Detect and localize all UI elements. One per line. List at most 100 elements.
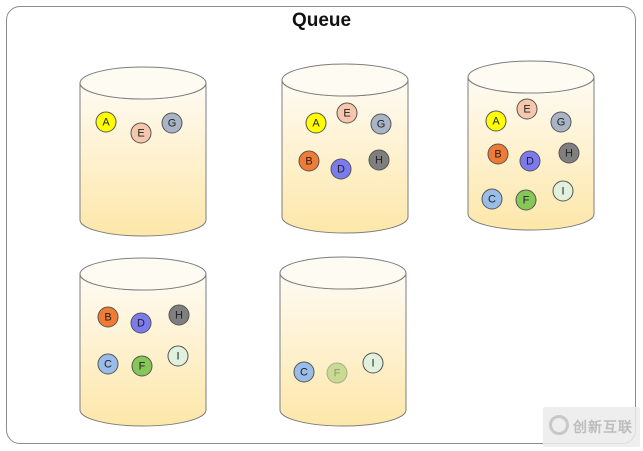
- ball-circle: [487, 143, 509, 165]
- queue-cylinder-1: AEG: [79, 66, 207, 237]
- ball-E: E: [516, 98, 538, 120]
- cylinder-body: [79, 273, 207, 427]
- ball-D: D: [330, 158, 352, 180]
- ball-I: I: [362, 352, 384, 374]
- watermark-logo: 创新互联: [543, 407, 640, 447]
- ball-label: H: [175, 310, 183, 322]
- watermark-text: 创新互联: [573, 420, 633, 436]
- ball-label: F: [523, 195, 530, 207]
- ball-circle: [550, 111, 572, 133]
- ball-circle: [515, 189, 537, 211]
- cylinder-top: [281, 63, 409, 97]
- ball-D: D: [130, 312, 152, 334]
- ball-label: I: [371, 358, 374, 370]
- ball-circle: [370, 113, 392, 135]
- ball-label: I: [176, 351, 179, 363]
- ball-circle: [293, 361, 315, 383]
- ball-C: C: [293, 361, 315, 383]
- ball-label: C: [104, 359, 112, 371]
- ball-label: D: [526, 156, 534, 168]
- ball-label: D: [337, 164, 345, 176]
- ball-A: A: [305, 112, 327, 134]
- ball-circle: [161, 112, 183, 134]
- ball-label: H: [375, 155, 383, 167]
- cylinder-body: [279, 272, 407, 427]
- ball-circle: [485, 110, 507, 132]
- ball-label: B: [494, 149, 501, 161]
- ball-B: B: [97, 306, 119, 328]
- ball-label: H: [565, 148, 573, 160]
- queue-cylinder-4: B D H C F I: [79, 257, 207, 427]
- ball-label: A: [102, 117, 110, 129]
- ball-circle: [336, 102, 358, 124]
- cylinder-top: [467, 60, 595, 94]
- ball-label: C: [300, 367, 308, 379]
- ball-D: D: [519, 150, 541, 172]
- ball-circle: [326, 362, 348, 384]
- ball-circle: [305, 112, 327, 134]
- ball-circle: [97, 306, 119, 328]
- ball-circle: [558, 142, 580, 164]
- ball-F: F: [326, 362, 348, 384]
- ball-circle: [368, 149, 390, 171]
- ball-F: F: [515, 189, 537, 211]
- ball-circle: [97, 353, 119, 375]
- ball-label: E: [343, 108, 350, 120]
- ball-circle: [330, 158, 352, 180]
- logo-icon: [549, 415, 569, 435]
- ball-C: C: [97, 353, 119, 375]
- ball-label: A: [312, 118, 320, 130]
- ball-label: E: [137, 128, 144, 140]
- cylinder-top: [79, 257, 207, 291]
- ball-label: G: [168, 118, 177, 130]
- ball-G: G: [161, 112, 183, 134]
- ball-circle: [167, 345, 189, 367]
- ball-C: C: [481, 188, 503, 210]
- ball-F: F: [131, 355, 153, 377]
- ball-H: H: [558, 142, 580, 164]
- ball-B: B: [487, 143, 509, 165]
- cylinder-body: [79, 82, 207, 237]
- ball-label: B: [305, 156, 312, 168]
- ball-circle: [168, 304, 190, 326]
- ball-E: E: [336, 102, 358, 124]
- ball-label: E: [523, 104, 530, 116]
- ball-label: A: [492, 116, 500, 128]
- ball-I: I: [552, 180, 574, 202]
- diagram-title: Queue: [291, 10, 352, 31]
- queue-cylinder-3: A E G B D H C F I: [467, 60, 595, 231]
- ball-G: G: [550, 111, 572, 133]
- cylinder-top: [79, 66, 207, 100]
- ball-label: F: [334, 368, 341, 380]
- ball-circle: [95, 111, 117, 133]
- ball-label: F: [139, 361, 146, 373]
- ball-H: H: [168, 304, 190, 326]
- cylinder-top: [279, 256, 407, 290]
- queue-cylinder-2: A E G B D H: [281, 63, 409, 234]
- ball-E: E: [130, 122, 152, 144]
- ball-G: G: [370, 113, 392, 135]
- ball-circle: [481, 188, 503, 210]
- ball-circle: [552, 180, 574, 202]
- ball-circle: [130, 122, 152, 144]
- ball-label: C: [488, 194, 496, 206]
- ball-H: H: [368, 149, 390, 171]
- ball-A: A: [95, 111, 117, 133]
- ball-A: A: [485, 110, 507, 132]
- ball-circle: [519, 150, 541, 172]
- ball-I: I: [167, 345, 189, 367]
- ball-circle: [298, 150, 320, 172]
- ball-label: I: [561, 186, 564, 198]
- ball-label: G: [377, 119, 386, 131]
- ball-circle: [130, 312, 152, 334]
- ball-label: B: [104, 312, 111, 324]
- ball-B: B: [298, 150, 320, 172]
- ball-label: G: [557, 117, 566, 129]
- ball-circle: [516, 98, 538, 120]
- ball-circle: [131, 355, 153, 377]
- ball-label: D: [137, 318, 145, 330]
- ball-circle: [362, 352, 384, 374]
